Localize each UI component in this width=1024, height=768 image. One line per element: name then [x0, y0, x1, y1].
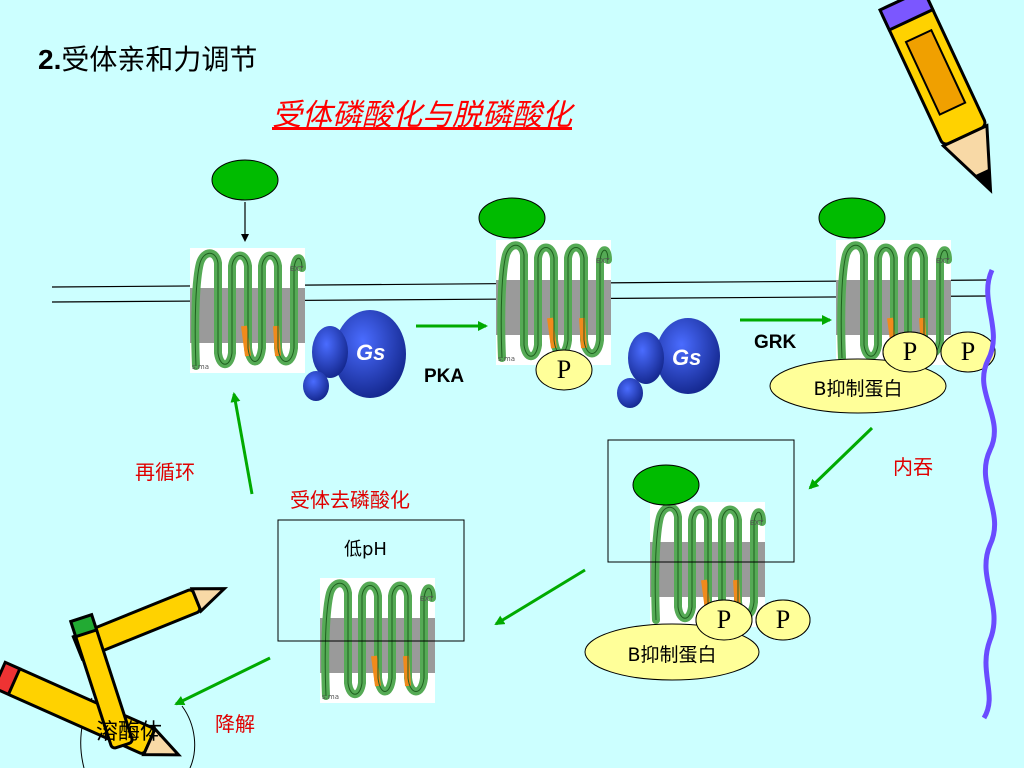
gs-protein-1	[334, 310, 406, 398]
phosphate-label-3: P	[960, 337, 976, 366]
receptor-2	[496, 240, 611, 365]
ligand-1	[211, 159, 279, 201]
phosphate-label-2: P	[902, 337, 918, 366]
low-ph-label: 低pH	[344, 539, 387, 560]
sma-tag-1: s.ma	[192, 363, 209, 371]
gs-label-2: Gs	[672, 345, 702, 370]
recycling-label: 再循环	[135, 460, 195, 484]
decorative-squiggle	[981, 268, 998, 720]
endocytosis-label: 内吞	[893, 455, 933, 479]
pencil-icon-top	[878, 0, 993, 194]
arrow-endocytosis	[808, 426, 874, 490]
lysosome-right-arc	[181, 705, 196, 768]
sma-tag-3: s.ma	[322, 693, 339, 701]
gs-subunit-2b	[617, 378, 643, 408]
gs-protein-2	[656, 318, 720, 394]
ligand-4	[632, 464, 700, 506]
slide-subtitle: 受体磷酸化与脱磷酸化	[272, 98, 572, 133]
arrestin-label-2: B抑制蛋白	[627, 644, 717, 666]
ligand-2	[478, 197, 546, 239]
degradation-label: 降解	[215, 712, 255, 736]
slide-title: 2.受体亲和力调节	[38, 38, 257, 78]
pka-label: PKA	[424, 366, 465, 387]
endosome-box	[607, 439, 795, 563]
title-number: 2.	[38, 44, 62, 75]
ext-tag-5: EXT	[420, 595, 434, 603]
gs-label-1: Gs	[356, 340, 386, 365]
gs-subunit-1a	[312, 326, 348, 378]
gs-subunit-2a	[628, 332, 664, 384]
sma-tag-2: s.ma	[498, 355, 515, 363]
ext-tag-1: EXT	[290, 265, 304, 273]
ext-tag-4: EXT	[750, 519, 764, 527]
gs-subunit-1b	[303, 371, 329, 401]
arrestin-label-1: B抑制蛋白	[813, 378, 903, 400]
dephosphorylation-label: 受体去磷酸化	[290, 488, 410, 512]
arrow-to-low-ph	[494, 568, 586, 626]
phosphate-circle-1	[535, 349, 593, 391]
phosphate-label-1: P	[556, 355, 572, 384]
phosphate-label-4: P	[716, 605, 732, 634]
arrow-recycling	[230, 392, 254, 495]
arrestin-oval-1	[769, 358, 947, 414]
lysosome-label: 溶酶体	[96, 720, 163, 745]
ext-tag-3: EXT	[936, 257, 950, 265]
receptor-1	[190, 248, 305, 373]
phosphate-label-5: P	[775, 605, 791, 634]
grk-label: GRK	[754, 332, 797, 353]
pencil-icon-bottom-3	[68, 612, 134, 750]
ligand-3	[818, 197, 886, 239]
arrow-degradation	[174, 656, 271, 706]
title-text: 受体亲和力调节	[61, 43, 258, 76]
low-ph-box	[277, 519, 465, 642]
ext-tag-2: EXT	[596, 257, 610, 265]
